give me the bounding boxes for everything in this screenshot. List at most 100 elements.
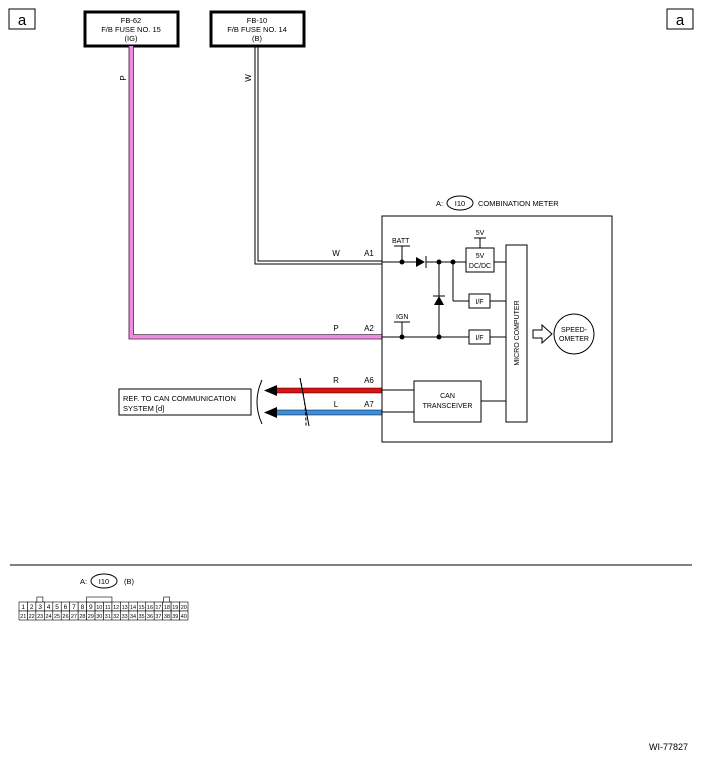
- connector-pin-label: 9: [89, 604, 93, 611]
- diode-vertical-icon: [433, 295, 445, 305]
- svg-text:SPEED-: SPEED-: [561, 327, 588, 334]
- svg-text:a: a: [18, 12, 27, 29]
- svg-text:MICRO COMPUTER: MICRO COMPUTER: [514, 300, 521, 365]
- svg-text:SYSTEM [d]: SYSTEM [d]: [123, 404, 164, 413]
- wire-label-fuse62: P: [119, 75, 128, 80]
- connector-pin-label: 21: [20, 614, 26, 620]
- can-reference-box: REF. TO CAN COMMUNICATION SYSTEM [d]: [118, 388, 252, 416]
- wire-label-a7: L: [334, 400, 339, 409]
- connector-pin-label: 37: [155, 614, 161, 620]
- connector-pin-label: 10: [96, 605, 102, 611]
- connector-pin-label: 7: [72, 604, 76, 611]
- wire-l: [264, 407, 382, 418]
- micro-computer-box: MICRO COMPUTER: [505, 244, 528, 423]
- junction-dots: [399, 259, 456, 340]
- output-arrow-icon: [532, 323, 553, 345]
- connector-pin-label: 17: [155, 605, 161, 611]
- connector-pin-label: 22: [29, 614, 35, 620]
- svg-text:a: a: [676, 12, 685, 29]
- diode-horizontal-icon: [416, 256, 427, 268]
- wire-label-a2: P: [333, 324, 338, 333]
- svg-text:FB-62: FB-62: [121, 16, 141, 25]
- svg-text:I/F: I/F: [475, 299, 483, 306]
- connector-pin-label: 27: [71, 614, 77, 620]
- interface-box-1: I/F: [468, 293, 491, 309]
- connector-view-header: A: I10 (B): [80, 573, 135, 589]
- connector-pin-label: 1: [21, 604, 25, 611]
- connector-lock-tab: [36, 596, 44, 603]
- connector-pin-label: 13: [122, 605, 128, 611]
- v5-label: 5V: [476, 230, 485, 237]
- svg-text:OMETER: OMETER: [559, 336, 589, 343]
- corner-marker-right: a: [666, 8, 694, 30]
- svg-text:FB-10: FB-10: [247, 16, 267, 25]
- connector-pin-label: 39: [172, 614, 178, 620]
- wire-p: [128, 46, 382, 340]
- connector-pin-label: 20: [181, 605, 187, 611]
- wire-break-bracket: [256, 379, 263, 425]
- svg-text:(B): (B): [252, 34, 263, 43]
- ign-label: IGN: [396, 314, 408, 321]
- batt-label: BATT: [392, 238, 410, 245]
- svg-text:5V: 5V: [476, 253, 485, 260]
- connector-pin-label: 30: [96, 614, 102, 620]
- connector-pin-label: 23: [37, 614, 43, 620]
- connector-pin-label: 35: [138, 614, 144, 620]
- pin-a2: A2: [364, 324, 374, 333]
- fuse-box-fb10: FB-10 F/B FUSE NO. 14 (B): [209, 10, 306, 48]
- connector-lock-tab: [163, 596, 170, 603]
- connector-pin-label: 6: [64, 604, 68, 611]
- connector-pin-label: 29: [88, 614, 94, 620]
- wire-w: [254, 46, 382, 265]
- pin-a1: A1: [364, 249, 374, 258]
- svg-text:A:: A:: [436, 199, 443, 208]
- connector-pin-label: 2: [30, 604, 34, 611]
- svg-text:TRANSCEIVER: TRANSCEIVER: [423, 403, 473, 410]
- svg-text:(IG): (IG): [125, 34, 138, 43]
- svg-text:A:: A:: [80, 577, 87, 586]
- fuse-box-fb62: FB-62 F/B FUSE NO. 15 (IG): [83, 10, 180, 48]
- svg-text:CAN: CAN: [440, 393, 455, 400]
- pin-a7: A7: [364, 400, 374, 409]
- connector-pin-label: 24: [46, 614, 52, 620]
- connector-pin-label: 26: [62, 614, 68, 620]
- svg-text:DC/DC: DC/DC: [469, 263, 491, 270]
- speedometer: SPEED- OMETER: [553, 313, 595, 355]
- connector-view-suffix: (B): [124, 577, 135, 586]
- connector-pin-label: 3: [38, 604, 42, 611]
- svg-text:F/B FUSE NO. 14: F/B FUSE NO. 14: [227, 25, 287, 34]
- dcdc-box: 5V DC/DC: [465, 247, 495, 273]
- svg-text:REF. TO CAN COMMUNICATION: REF. TO CAN COMMUNICATION: [123, 394, 236, 403]
- connector-pin-label: 15: [138, 605, 144, 611]
- connector-pin-label: 19: [172, 605, 178, 611]
- connector-lock-tab: [86, 596, 113, 603]
- connector-pin-label: 38: [164, 614, 170, 620]
- connector-pin-label: 36: [147, 614, 153, 620]
- svg-text:F/B FUSE NO. 15: F/B FUSE NO. 15: [101, 25, 161, 34]
- meter-internal-circuit: [382, 237, 506, 413]
- connector-pin-label: 18: [164, 605, 170, 611]
- wire-label-fuse10: W: [244, 74, 253, 82]
- interface-box-2: I/F: [468, 329, 491, 345]
- connector-pin-label: 34: [130, 614, 136, 620]
- corner-marker-left: a: [8, 8, 36, 30]
- connector-pin-label: 25: [54, 614, 60, 620]
- connector-pin-label: 4: [47, 604, 51, 611]
- connector-pin-label: 33: [122, 614, 128, 620]
- wire-r: [264, 385, 382, 396]
- connector-pin-label: 12: [113, 605, 119, 611]
- connector-pin-label: 5: [55, 604, 59, 611]
- connector-pin-label: 8: [81, 604, 85, 611]
- meter-header: A: I10 COMBINATION METER: [436, 195, 559, 211]
- connector-pin-label: 32: [113, 614, 119, 620]
- wire-label-a6: R: [333, 376, 339, 385]
- connector-view-id: I10: [99, 577, 109, 586]
- can-transceiver-box: CAN TRANSCEIVER: [413, 380, 482, 423]
- connector-pin-label: 31: [105, 614, 111, 620]
- meter-title: COMBINATION METER: [478, 199, 559, 208]
- figure-id: WI-77827: [649, 742, 688, 752]
- connector-pin-label: 40: [181, 614, 187, 620]
- meter-connector-id: I10: [455, 199, 465, 208]
